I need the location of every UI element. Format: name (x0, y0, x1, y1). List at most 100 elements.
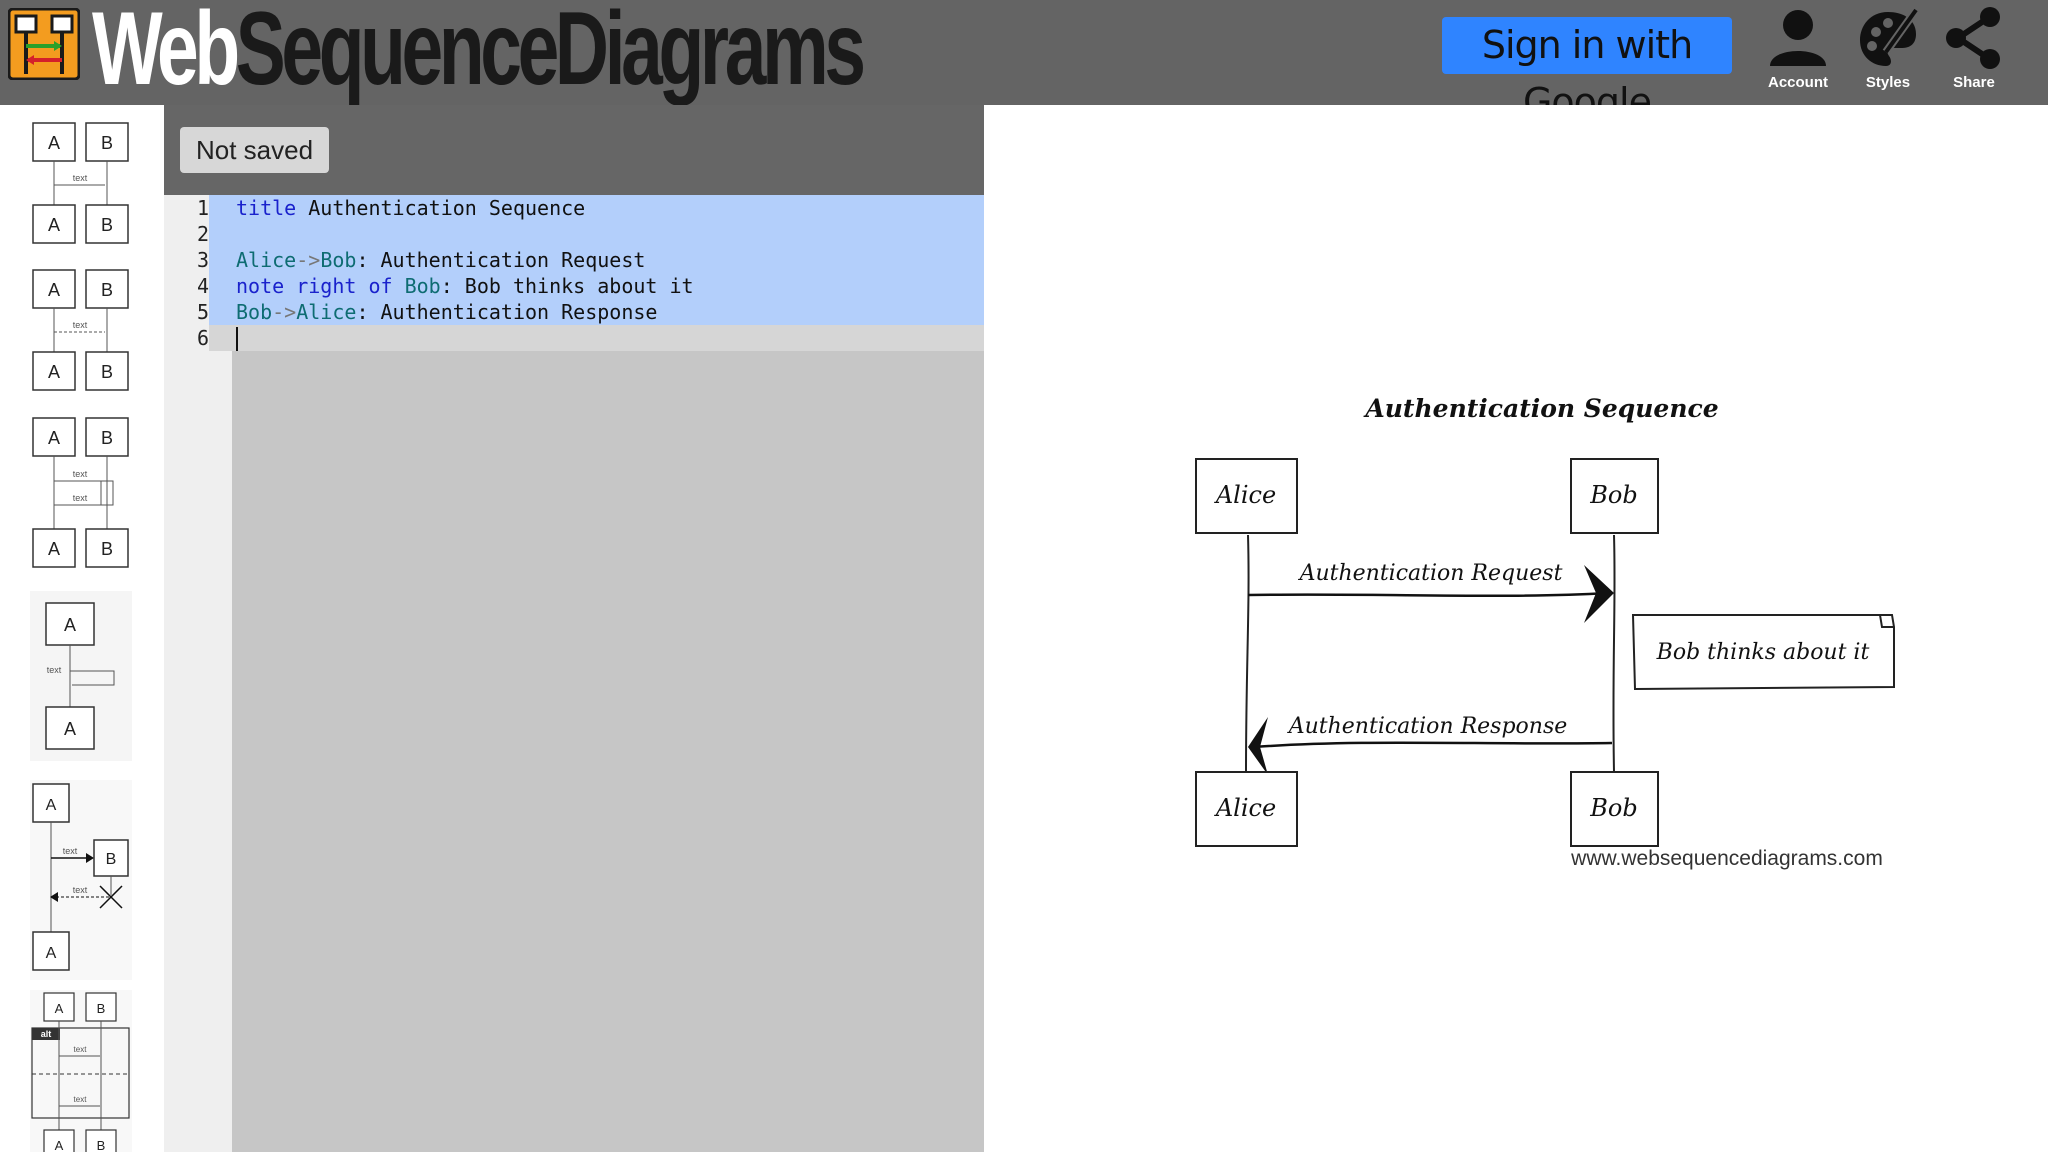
logo-icon[interactable] (8, 8, 80, 80)
tpl-glyph-a: A (55, 1138, 64, 1152)
tpl-glyph-a: A (48, 428, 60, 448)
line-number: 5 (164, 299, 209, 325)
tpl-glyph-a: A (48, 362, 60, 382)
participant-label-alice-bottom: Alice (1214, 794, 1276, 822)
template-dashed-message[interactable]: A B text A B (30, 267, 132, 397)
code-token: -> (296, 248, 321, 272)
styles-label: Styles (1865, 74, 1911, 91)
template-request-response[interactable]: A B text text A B (30, 415, 132, 575)
tpl-glyph-text: text (74, 1045, 88, 1054)
tpl-glyph-text: text (73, 173, 88, 183)
tpl-glyph-text: text (73, 493, 88, 503)
code-token: Alice (296, 300, 357, 324)
message-request-label: Authentication Request (1298, 561, 1563, 586)
tpl-glyph-b: B (101, 280, 113, 300)
code-token: Bob (404, 274, 441, 298)
note-box (1631, 614, 1895, 691)
tpl-glyph-text: text (73, 469, 88, 479)
brand-title[interactable]: WebSequenceDiagrams (92, 0, 866, 107)
tpl-glyph-alt: alt (41, 1029, 52, 1039)
message-request-arrowhead (1584, 565, 1614, 623)
app-header: WebSequenceDiagrams Sign in with Google … (0, 0, 2048, 124)
tpl-glyph-b: B (106, 851, 117, 868)
code-token: Authentication Sequence (296, 196, 586, 220)
tpl-glyph-text: text (74, 1095, 88, 1104)
participant-box-alice-top (1195, 458, 1298, 534)
template-simple-message[interactable]: A B text A B (30, 120, 132, 250)
editor-line[interactable]: 1 title Authentication Sequence (164, 195, 984, 221)
line-number: 3 (164, 247, 209, 273)
lifeline-bob (1612, 534, 1616, 773)
template-alt-block[interactable]: A B alt text text A B (30, 990, 132, 1152)
template-create-destroy[interactable]: A text B text A (30, 780, 132, 980)
tpl-glyph-a: A (48, 280, 60, 300)
code-token: note right of (236, 274, 405, 298)
line-number: 4 (164, 273, 209, 299)
tpl-glyph-text: text (73, 885, 88, 895)
tpl-glyph-b: B (97, 1138, 106, 1152)
editor-line[interactable]: 4 note right of Bob: Bob thinks about it (164, 273, 984, 299)
brand-part-sequencediagrams: SequenceDiagrams (235, 0, 866, 107)
tpl-glyph-a: A (46, 945, 57, 962)
sign-in-with-google-button[interactable]: Sign in with Google (1442, 17, 1732, 124)
tpl-glyph-text: text (63, 846, 78, 856)
line-code: Bob->Alice: Authentication Response (236, 299, 657, 325)
message-response-line (1253, 741, 1613, 749)
tpl-glyph-b: B (101, 133, 113, 153)
line-code: Alice->Bob: Authentication Request (236, 247, 645, 273)
share-icon (1946, 7, 2000, 69)
account-button[interactable]: Account (1753, 6, 1843, 102)
participant-label-bob-bottom: Bob (1589, 794, 1637, 822)
code-token: : Authentication Request (356, 248, 646, 272)
lifeline-alice (1245, 534, 1250, 773)
line-number-gutter (164, 195, 232, 1152)
tpl-glyph-b: B (101, 428, 113, 448)
line-number: 6 (164, 325, 209, 351)
participant-label-alice-top: Alice (1214, 481, 1276, 509)
participant-box-bob-top (1570, 458, 1659, 534)
editor-toolbar: Not saved (164, 105, 984, 195)
tpl-glyph-a: A (64, 719, 76, 739)
tpl-glyph-text: text (73, 320, 88, 330)
code-token: : Authentication Response (356, 300, 658, 324)
tpl-glyph-b: B (97, 1001, 106, 1016)
line-code: title Authentication Sequence (236, 195, 585, 221)
watermark-text: www.websequencediagrams.com (1570, 847, 1883, 870)
line-code: note right of Bob: Bob thinks about it (236, 273, 694, 299)
save-status-button[interactable]: Not saved (180, 127, 330, 173)
message-response-label: Authentication Response (1287, 714, 1568, 739)
message-request-line (1247, 591, 1609, 597)
participant-label-bob-top: Bob (1589, 481, 1637, 509)
code-token: Bob (236, 300, 273, 324)
template-self-message[interactable]: A text A (30, 591, 132, 761)
palette-icon (1860, 7, 1920, 66)
styles-button[interactable]: Styles (1843, 6, 1933, 102)
editor-line[interactable]: 3 Alice->Bob: Authentication Request (164, 247, 984, 273)
line-number: 2 (164, 221, 209, 247)
share-button[interactable]: Share (1929, 6, 2019, 102)
participant-box-alice-bottom (1195, 771, 1298, 847)
message-response-arrowhead (1248, 717, 1268, 775)
code-token: Alice (236, 248, 297, 272)
editor-line[interactable]: 5 Bob->Alice: Authentication Response (164, 299, 984, 325)
brand-part-web: Web (92, 0, 240, 107)
tpl-glyph-a: A (48, 539, 60, 559)
code-token: title (236, 196, 297, 220)
account-label: Account (1768, 74, 1828, 91)
editor-line[interactable]: 6 (164, 325, 984, 351)
share-label: Share (1953, 74, 1995, 91)
code-token: Bob (320, 248, 357, 272)
line-number: 1 (164, 195, 209, 221)
note-label: Bob thinks about it (1656, 640, 1870, 665)
editor-line[interactable]: 2 (164, 221, 984, 247)
tpl-glyph-a: A (48, 215, 60, 235)
tpl-glyph-text: text (47, 665, 62, 675)
tpl-glyph-a: A (55, 1001, 64, 1016)
tpl-glyph-a: A (64, 615, 76, 635)
diagram-preview: Authentication Sequence Alice Bob Authen… (984, 105, 2048, 1152)
tpl-glyph-b: B (101, 362, 113, 382)
tpl-glyph-a: A (48, 133, 60, 153)
account-icon (1770, 10, 1826, 66)
code-token: -> (272, 300, 297, 324)
